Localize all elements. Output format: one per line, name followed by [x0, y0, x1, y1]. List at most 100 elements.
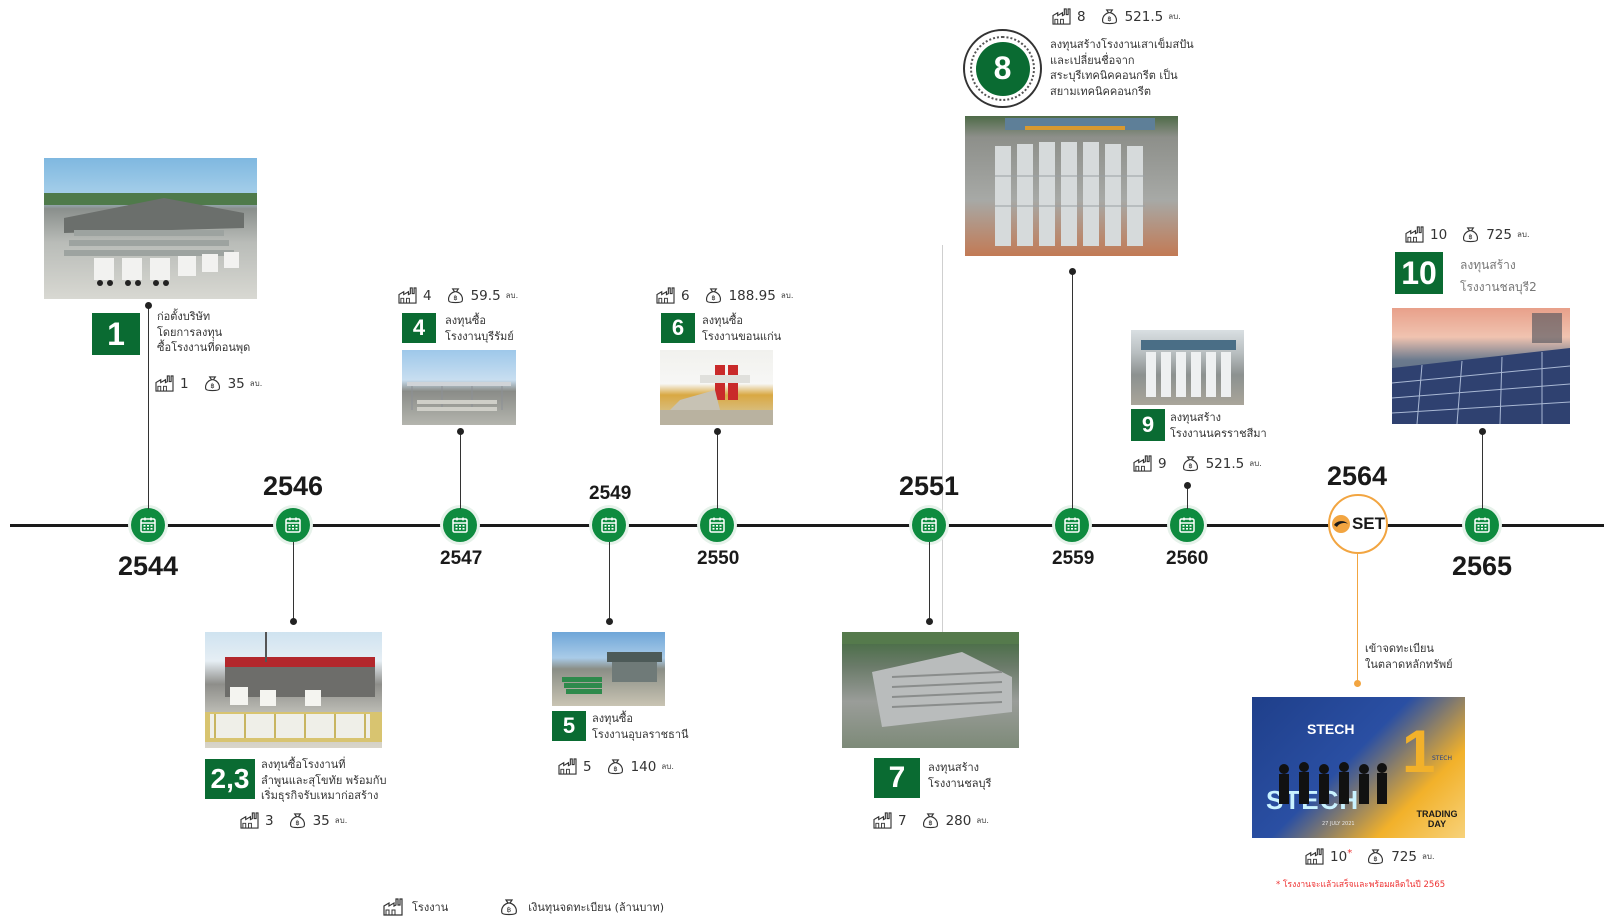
year-2550: 2550	[697, 548, 740, 569]
stem-2549	[609, 542, 610, 622]
money-bag-icon	[1366, 848, 1385, 865]
desc-line: ลงทุนสร้าง	[1170, 411, 1222, 424]
desc-line: ลงทุนซื้อ	[445, 314, 486, 327]
desc-line: สระบุรีเทคนิคคอนกรีต เป็น	[1050, 69, 1178, 82]
set-logo: SET	[1328, 494, 1388, 554]
money-bag-icon	[704, 287, 723, 304]
factory-icon	[240, 812, 259, 829]
year-2560: 2560	[1166, 548, 1209, 569]
divider-line	[942, 245, 943, 645]
stats-event-8: 8 521.5 ลบ.	[1052, 8, 1181, 25]
plants-count: 4	[423, 287, 432, 304]
plants-count: 10	[1330, 848, 1348, 865]
stem-2547	[460, 432, 461, 509]
calendar-icon	[1178, 516, 1196, 534]
desc-line: ลงทุนซื้อ	[702, 314, 743, 327]
stem-2565	[1482, 432, 1483, 509]
desc-line: สยามเทคนิคคอนกรีต	[1050, 84, 1152, 98]
year-2559: 2559	[1052, 548, 1095, 569]
stem-dot	[1069, 268, 1076, 275]
year-2564: 2564	[1327, 461, 1388, 491]
year-2549: 2549	[589, 483, 632, 504]
stem-2559	[1072, 272, 1073, 509]
stem-dot	[1479, 428, 1486, 435]
capital-value: 35	[227, 375, 245, 392]
plants-count: 5	[583, 758, 592, 775]
factory-icon	[382, 898, 404, 916]
desc-line: ลงทุนซื้อโรงงานที่	[261, 758, 346, 771]
desc-event-7: ลงทุนสร้าง โรงงานชลบุรี	[928, 760, 991, 791]
stem-dot	[145, 302, 152, 309]
year-2547: 2547	[440, 548, 483, 569]
unit-label: ลบ.	[661, 762, 674, 771]
calendar-icon	[451, 516, 469, 534]
photo-event-6	[660, 350, 773, 425]
desc-event-2-3: ลงทุนซื้อโรงงานที่ ลำพูนและสุโขทัย พร้อม…	[261, 757, 386, 804]
plants-count: 3	[265, 812, 274, 829]
stem-2551	[929, 542, 930, 622]
unit-label: ลบ.	[334, 816, 348, 825]
desc-event-8: ลงทุนสร้างโรงงานเสาเข็มสปัน และเปลี่ยนชื…	[1050, 37, 1194, 99]
desc-line: ลงทุนสร้างโรงงานเสาเข็มสปัน	[1050, 38, 1194, 51]
desc-line: ก่อตั้งบริษัท	[157, 310, 211, 323]
money-bag-icon	[498, 898, 520, 916]
photo-one: 1	[1402, 718, 1436, 785]
photo-date: 27 JULY 2021	[1322, 821, 1355, 827]
photo-event-2-3	[205, 632, 382, 748]
capital-value: 35	[312, 812, 330, 829]
calendar-icon	[600, 516, 618, 534]
plants-count: 8	[1077, 8, 1086, 25]
unit-label: ลบ.	[505, 291, 519, 300]
calendar-icon	[139, 516, 157, 534]
photo-people	[1279, 762, 1387, 804]
unit-label: ลบ.	[1516, 230, 1530, 239]
factory-icon	[656, 287, 675, 304]
year-2544: 2544	[118, 551, 179, 581]
unit-label: ลบ.	[976, 816, 989, 825]
capital-value: 280	[945, 812, 972, 829]
photo-event-8	[965, 116, 1178, 256]
desc-event-4: ลงทุนซื้อ โรงงานบุรีรัมย์	[445, 313, 514, 344]
stem-2564	[1357, 554, 1358, 684]
money-bag-icon	[288, 812, 307, 829]
desc-event-6: ลงทุนซื้อ โรงงานขอนแก่น	[702, 313, 781, 344]
photo-event-5	[552, 632, 665, 706]
badge-event-4: 4	[402, 313, 436, 343]
calendar-icon	[708, 516, 726, 534]
desc-line: โดยการลงทุน	[157, 325, 223, 339]
factory-icon	[1052, 8, 1071, 25]
stem-dot	[926, 618, 933, 625]
calendar-icon	[1473, 516, 1491, 534]
badge-event-7: 7	[874, 758, 920, 798]
stem-dot	[606, 618, 613, 625]
factory-icon	[1405, 226, 1424, 243]
year-2565: 2565	[1452, 551, 1513, 581]
factory-icon	[398, 287, 417, 304]
desc-line: โรงงานบุรีรัมย์	[445, 329, 514, 343]
calendar-icon	[1063, 516, 1081, 534]
badge-event-8: 8	[975, 41, 1030, 96]
desc-line: โรงงานนครราชสีมา	[1170, 426, 1267, 440]
year-2546: 2546	[263, 471, 324, 501]
capital-value: 725	[1486, 226, 1512, 243]
stats-event-2-3: 3 35 ลบ.	[240, 812, 347, 829]
timeline-node-2546	[276, 508, 310, 542]
desc-line: ลงทุนสร้าง	[1460, 258, 1516, 272]
stem-2550	[717, 432, 718, 509]
photo-stech-small: STECH	[1432, 755, 1452, 762]
factory-icon	[873, 812, 892, 829]
calendar-icon	[920, 516, 938, 534]
money-bag-icon	[1461, 226, 1480, 243]
unit-label: ลบ.	[249, 379, 263, 388]
capital-value: 725	[1391, 848, 1417, 865]
capital-value: 188.95	[728, 287, 776, 304]
stem-dot	[1354, 680, 1361, 687]
desc-event-set: เข้าจดทะเบียน ในตลาดหลักทรัพย์	[1365, 641, 1453, 672]
badge-event-2-3: 2,3	[205, 759, 255, 799]
desc-event-9: ลงทุนสร้าง โรงงานนครราชสีมา	[1170, 410, 1267, 441]
set-swirl-icon	[1331, 515, 1350, 533]
desc-line: เริ่มธุรกิจรับเหมาก่อสร้าง	[261, 789, 379, 802]
photo-stech-banner: STECH	[1307, 721, 1355, 737]
capital-value: 521.5	[1124, 8, 1164, 25]
plants-star: *	[1347, 848, 1353, 859]
